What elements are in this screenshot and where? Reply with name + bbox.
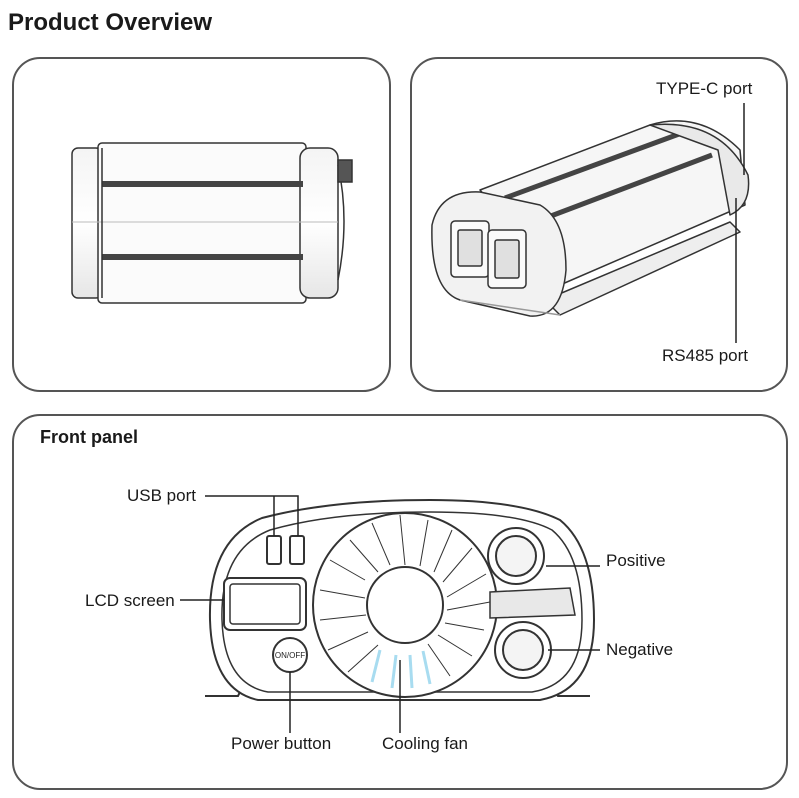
negative-label: Negative [606, 640, 674, 659]
power-button-label: Power button [231, 734, 332, 753]
cooling-fan-label: Cooling fan [382, 734, 469, 753]
front-panel-drawing [205, 498, 596, 701]
rs485-port-label: RS485 port [662, 346, 748, 365]
perspective-view-drawing [431, 120, 750, 317]
cooling-fan-blades [319, 514, 491, 689]
perspective-leader-lines [735, 103, 745, 343]
front-panel-heading: Front panel [40, 427, 138, 447]
power-button-text: ON/OFF [275, 651, 305, 660]
lcd-screen-label: LCD screen [85, 591, 175, 610]
positive-label: Positive [606, 551, 666, 570]
type-c-port-label: TYPE-C port [656, 79, 753, 98]
front-leader-lines [180, 495, 600, 733]
side-view-drawing [71, 142, 353, 304]
page-title: Product Overview [8, 9, 213, 36]
usb-port-label: USB port [127, 486, 196, 505]
